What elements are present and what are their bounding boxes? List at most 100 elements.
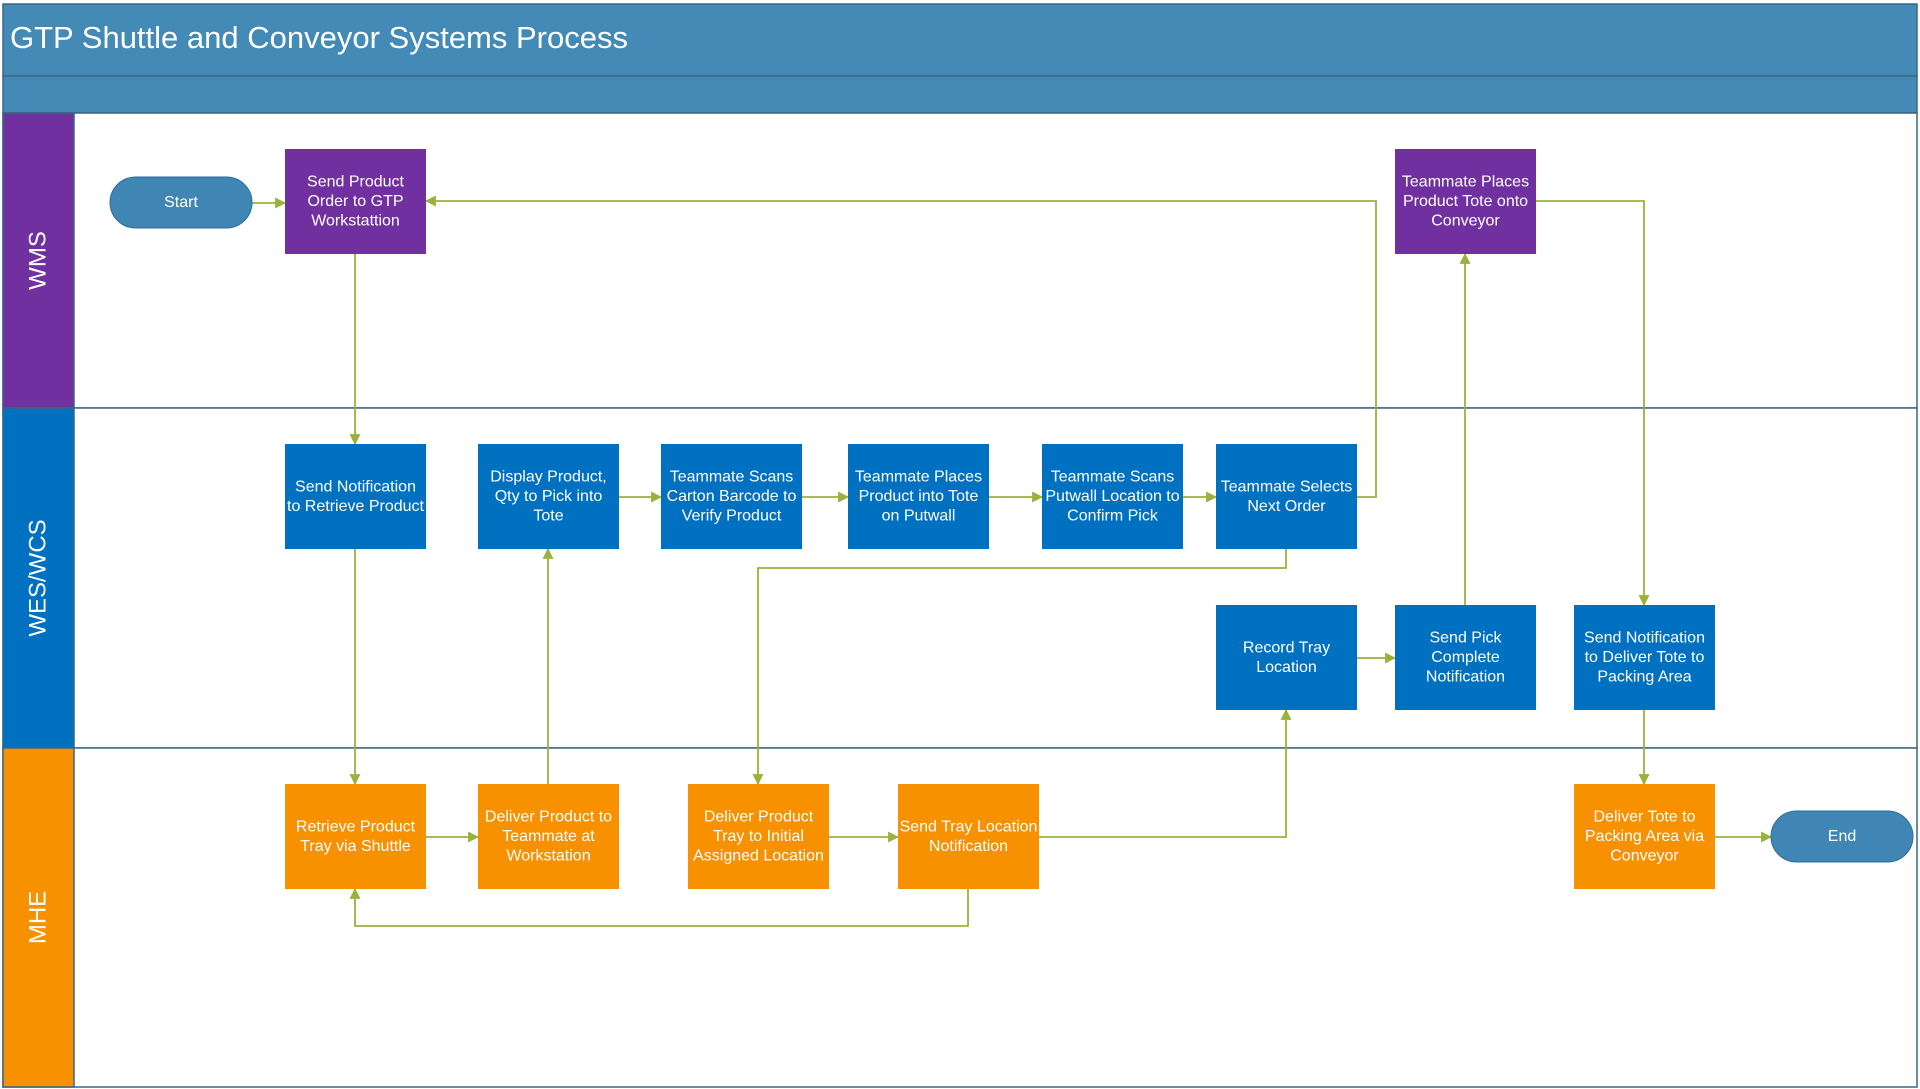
- process-box: [1042, 444, 1183, 549]
- node-label-line: Retrieve Product: [296, 818, 416, 835]
- header-subbar: [2, 75, 1918, 114]
- node-label-line: Packing Area: [1597, 669, 1691, 686]
- node-label-line: Confirm Pick: [1067, 508, 1159, 525]
- node-label-line: to Deliver Tote to: [1585, 649, 1705, 666]
- node-label-line: Assigned Location: [693, 848, 824, 865]
- node-label-line: Send Notification: [295, 478, 416, 495]
- node-label-line: Teammate Scans: [1051, 469, 1175, 486]
- node-label-line: Send Notification: [1584, 630, 1705, 647]
- process-box: [1216, 444, 1357, 549]
- process-box: [1216, 605, 1357, 710]
- node-label-line: to Retrieve Product: [287, 498, 425, 515]
- node-label-line: Tote: [533, 508, 563, 525]
- node-label-line: Deliver Product: [704, 809, 814, 826]
- title-bar: [2, 3, 1918, 77]
- lane-header-mhe: [2, 747, 75, 1088]
- node-send-notif-deliver: Send Notification to Deliver Tote to Packi…: [1574, 605, 1715, 710]
- node-start: Start: [109, 176, 253, 229]
- node-deliver-to-teammate: Deliver Product to Teammate at Workstation: [478, 784, 619, 889]
- node-label-line: Send Product: [307, 174, 405, 191]
- node-label-line: Teammate at: [502, 828, 595, 845]
- node-label-line: Product Tote onto: [1403, 193, 1528, 210]
- terminator-shape: [1770, 810, 1914, 863]
- node-label-line: End: [1828, 828, 1856, 845]
- node-label-line: Product into Tote: [859, 488, 979, 505]
- node-label-line: Notification: [1426, 669, 1505, 686]
- process-box: [285, 784, 426, 889]
- node-label-line: Tray via Shuttle: [300, 838, 411, 855]
- node-label-line: Conveyor: [1610, 848, 1679, 865]
- node-send-notif-retrieve: Send Notification to Retrieve Product: [285, 444, 426, 549]
- process-box: [1395, 605, 1536, 710]
- diagram-title: GTP Shuttle and Conveyor Systems Process: [10, 20, 628, 55]
- connector-selects-next-to-deliver-tray-initial: [752, 549, 1287, 786]
- node-label-line: Deliver Product to: [485, 809, 612, 826]
- node-label-line: Verify Product: [682, 508, 782, 525]
- node-label-line: Qty to Pick into: [495, 488, 603, 505]
- node-label-line: Teammate Scans: [670, 469, 794, 486]
- swimlanes: WMS WES/WCS MHE: [2, 112, 1918, 1088]
- process-box: [661, 444, 802, 549]
- node-label-line: Packing Area via: [1585, 828, 1704, 845]
- node-end: End: [1770, 810, 1914, 863]
- process-box: [478, 444, 619, 549]
- connector-send-tray-location-to-retrieve-tray: [349, 887, 969, 927]
- process-box: [1574, 784, 1715, 889]
- process-box: [688, 784, 829, 889]
- lane-label-mhe: MHE: [25, 891, 52, 944]
- lane-label-wes: WES/WCS: [25, 519, 52, 636]
- node-label-line: Workstattion: [311, 213, 400, 230]
- lane-header-wes: [2, 407, 75, 749]
- node-label-line: Workstation: [506, 848, 590, 865]
- process-box: [478, 784, 619, 889]
- node-label-line: Display Product,: [490, 469, 607, 486]
- lane-label-wms: WMS: [25, 231, 52, 290]
- node-label-line: Teammate Places: [1402, 174, 1529, 191]
- node-label-line: Deliver Tote to: [1594, 809, 1696, 826]
- node-label-line: Record Tray: [1243, 639, 1330, 656]
- node-label-line: Putwall Location to: [1045, 488, 1179, 505]
- node-label-line: Teammate Selects: [1221, 478, 1353, 495]
- node-label-line: Conveyor: [1431, 213, 1500, 230]
- process-box: [898, 784, 1039, 889]
- node-label-line: Teammate Places: [855, 469, 982, 486]
- terminator-shape: [109, 176, 253, 229]
- connector-places-tote-conveyor-to-send-notif-deliver: [1536, 200, 1650, 607]
- process-box: [1395, 149, 1536, 254]
- node-label-line: on Putwall: [882, 508, 956, 525]
- lane-header-wms: [2, 112, 75, 409]
- process-box: [1574, 605, 1715, 710]
- node-label-line: Send Pick: [1429, 630, 1502, 647]
- node-label-line: Tray to Initial: [713, 828, 804, 845]
- node-label-line: Order to GTP: [307, 193, 403, 210]
- connector-selects-next-to-send-order: [424, 195, 1377, 498]
- process-box: [848, 444, 989, 549]
- node-label-line: Notification: [929, 838, 1008, 855]
- node-label-line: Send Tray Location: [900, 818, 1038, 835]
- node-label-line: Carton Barcode to: [667, 488, 797, 505]
- node-label-line: Next Order: [1247, 498, 1326, 515]
- process-box: [285, 149, 426, 254]
- node-label-line: Location: [1256, 659, 1317, 676]
- node-label-line: Start: [164, 194, 198, 211]
- process-box: [285, 444, 426, 549]
- connectors: [252, 195, 1773, 927]
- node-label-line: Complete: [1431, 649, 1500, 666]
- connector-send-tray-location-to-record-tray: [1039, 708, 1292, 838]
